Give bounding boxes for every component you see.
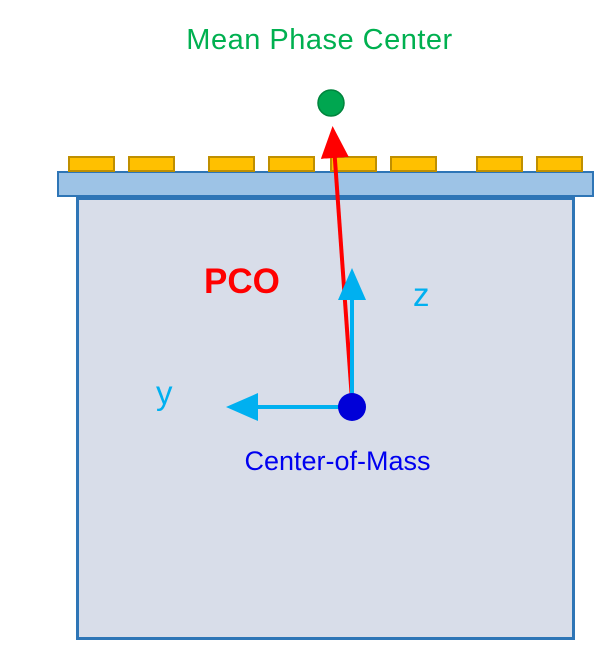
antenna-patch bbox=[128, 156, 175, 172]
y-axis-label: y bbox=[156, 374, 173, 411]
antenna-patch bbox=[390, 156, 437, 172]
antenna-patch bbox=[268, 156, 315, 172]
antenna-patch bbox=[476, 156, 523, 172]
antenna-patch bbox=[208, 156, 255, 172]
mean-phase-center-dot bbox=[317, 89, 345, 117]
pco-label: PCO bbox=[204, 262, 280, 301]
antenna-patch bbox=[330, 156, 377, 172]
antenna-patch bbox=[536, 156, 583, 172]
satellite-body bbox=[76, 197, 575, 640]
antenna-panel bbox=[57, 171, 594, 197]
pco-arrow bbox=[320, 126, 354, 401]
center-of-mass-dot bbox=[338, 393, 366, 421]
antenna-patch bbox=[68, 156, 115, 172]
mean-phase-center-label: Mean Phase Center bbox=[186, 24, 453, 56]
center-of-mass-label: Center-of-Mass bbox=[244, 446, 431, 476]
z-axis-label: z bbox=[413, 276, 430, 313]
